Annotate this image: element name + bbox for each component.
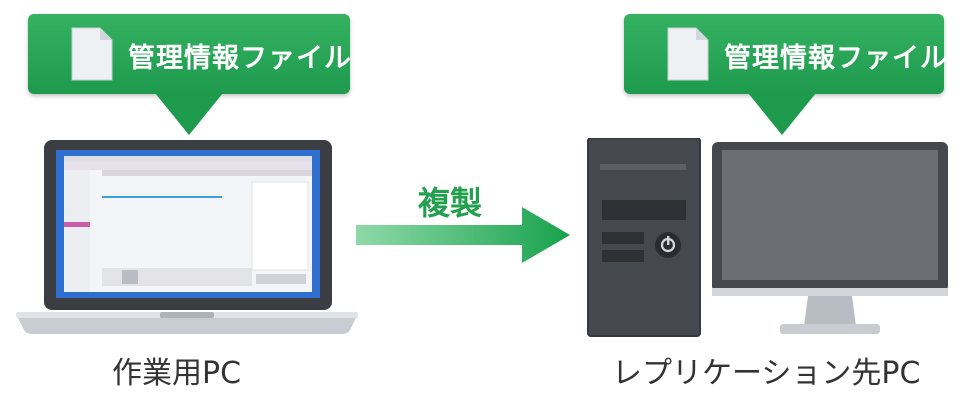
left-callout-label: 管理情報ファイル	[128, 43, 352, 74]
document-icon	[71, 27, 113, 81]
monitor-icon	[712, 142, 948, 334]
left-callout: 管理情報ファイル	[28, 14, 352, 94]
arrow-right-icon	[356, 207, 570, 263]
laptop-icon	[16, 140, 358, 334]
right-callout-label: 管理情報ファイル	[724, 43, 948, 74]
left-callout-tail	[155, 93, 223, 135]
tower-pc-icon	[587, 138, 701, 337]
document-icon	[667, 27, 709, 81]
left-caption: 作業用PC	[112, 356, 242, 391]
right-callout: 管理情報ファイル	[624, 14, 947, 94]
right-callout-tail	[748, 93, 816, 135]
power-icon	[655, 232, 681, 258]
copy-label: 複製	[418, 184, 483, 222]
right-caption: レプリケーション先PC	[612, 356, 921, 391]
